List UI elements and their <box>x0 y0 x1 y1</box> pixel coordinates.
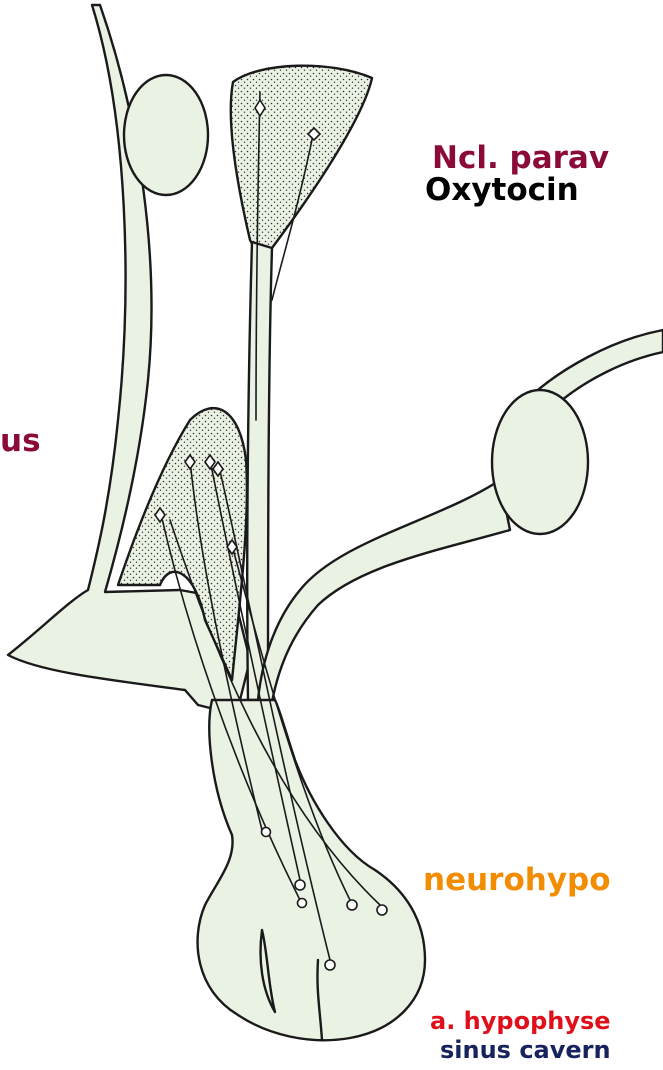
paraventricular-nucleus-label: Ncl. parav <box>432 140 609 176</box>
right-axon-tract <box>258 480 510 702</box>
oxytocin-label: Oxytocin <box>425 172 579 208</box>
neurohypophysis <box>198 700 425 1040</box>
supraoptic-nucleus-label: us <box>0 423 41 459</box>
paraventricular-nucleus <box>231 66 372 251</box>
cavernous-sinus-label: sinus cavern <box>440 1036 611 1064</box>
cell-body-upper <box>124 75 208 195</box>
neurohypophysis-label: neurohypo <box>423 862 611 898</box>
paraventricular-tract <box>247 242 272 700</box>
cell-body-right <box>492 390 588 534</box>
hypophyseal-artery-label: a. hypophyse <box>430 1007 611 1035</box>
